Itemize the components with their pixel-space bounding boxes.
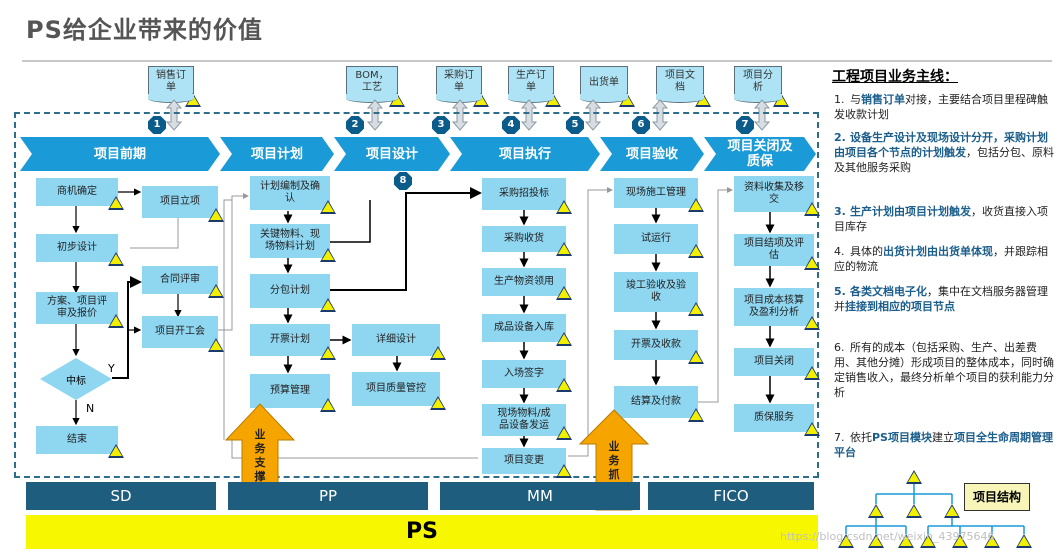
box-plan-prep: 计划编制及确 认 <box>250 176 336 214</box>
box-prelim-design: 初步设计 <box>36 234 124 266</box>
project-structure-label: 项目结构 <box>964 483 1030 511</box>
box-billing-plan: 开票计划 <box>250 324 336 360</box>
page-title: PS给企业带来的价值 <box>26 16 263 44</box>
document-purchase-order: 采购订 单 <box>436 66 489 107</box>
system-fico: FICO <box>648 482 814 510</box>
box-project-close: 项目关闭 <box>734 348 820 380</box>
box-budget: 预算管理 <box>250 374 336 412</box>
box-project-change: 项目变更 <box>482 448 572 478</box>
box-contract-review: 合同评审 <box>142 266 224 298</box>
document-project-doc: 项目文 档 <box>656 66 711 107</box>
box-subcontract-plan: 分包计划 <box>250 274 336 312</box>
box-settlement: 结算及付款 <box>614 386 704 422</box>
phase-acceptance: 项目验收 <box>600 137 704 171</box>
phase-planning: 项目计划 <box>220 137 334 171</box>
tree-node-root <box>906 470 922 484</box>
legend-item-5: 5.各类文档电子化，集中在文档服务器管理并挂接到相应的项目节点 <box>834 285 1048 313</box>
tree-node-l2-f <box>984 534 1000 548</box>
tree-node-l2-d <box>920 534 936 548</box>
tree-node-l1-b <box>906 504 922 518</box>
box-key-material-plan: 关键物料、现 场物料计划 <box>250 224 336 262</box>
step-badge-3: 3 <box>432 116 450 134</box>
box-detail-design: 详细设计 <box>352 324 446 360</box>
document-bom: BOM， 工艺 <box>346 66 405 107</box>
phase-design: 项目设计 <box>334 137 450 171</box>
phase-close: 项目关闭及 质保 <box>704 137 816 171</box>
box-doc-handover: 资料收集及移 交 <box>734 176 820 216</box>
box-site-sign: 入场签字 <box>482 360 572 392</box>
title-divider <box>22 60 1052 62</box>
phase-pre-project: 项目前期 <box>20 137 220 171</box>
document-project-analysis: 项目分 析 <box>734 66 789 107</box>
step-badge-4: 4 <box>502 116 520 134</box>
box-warranty: 质保服务 <box>734 404 820 436</box>
tree-node-l1-c <box>944 504 960 518</box>
label-yes: Y <box>108 362 115 375</box>
box-end: 结束 <box>36 426 124 458</box>
box-proposal: 方案、项目评 审及报价 <box>36 292 124 328</box>
box-billing-collect: 开票及收款 <box>614 330 704 364</box>
box-goods-receipt: 成品设备入库 <box>482 314 572 346</box>
tree-node-l2-e <box>952 534 968 548</box>
box-opportunity: 商机确定 <box>36 178 124 210</box>
box-completion-accept: 竣工验收及验 收 <box>614 272 704 316</box>
support-arrow-left-label: 业 务 支 撑 <box>254 428 266 483</box>
legend-item-2: 2.设备生产设计及现场设计分开，采购计划由项目各个节点的计划触发，包括分包、原料… <box>834 131 1054 174</box>
legend-title: 工程项目业务主线： <box>832 69 958 85</box>
box-trial-run: 试运行 <box>614 224 704 258</box>
document-production-order: 生产订 单 <box>508 66 561 107</box>
document-delivery: 出货单 <box>580 66 635 107</box>
step-badge-7: 7 <box>736 116 754 134</box>
tree-node-l1-a <box>868 504 884 518</box>
phase-execution: 项目执行 <box>450 137 600 171</box>
legend-item-7: 7.依托PS项目模块建立项目全生命周期管理平台 <box>834 431 1053 459</box>
system-sd: SD <box>26 482 216 510</box>
legend-item-1: 1.与销售订单对接，主要结合项目里程碑触发收款计划 <box>834 93 1048 121</box>
legend-item-6: 6.所有的成本（包括采购、生产、出差费用、其他分摊）形成项目的整体成本，同时确定… <box>834 341 1054 399</box>
ps-bar: PS <box>26 515 818 549</box>
step-badge-2: 2 <box>346 116 364 134</box>
watermark: https://blog.csdn.net/weixin_43975646 <box>780 530 995 543</box>
tree-node-l2-g <box>1016 534 1032 548</box>
label-no: N <box>86 402 95 415</box>
document-sales-order: 销售订 单 <box>148 66 201 107</box>
box-kickoff: 项目开工会 <box>142 316 224 352</box>
step-badge-5: 5 <box>566 116 584 134</box>
box-project-init: 项目立项 <box>142 186 224 222</box>
tree-node-l2-c <box>898 534 914 548</box>
box-purchase-bid: 采购招投标 <box>482 178 572 214</box>
box-shipment: 现场物料/成 品设备发运 <box>482 404 572 440</box>
tree-node-l2-a <box>838 534 854 548</box>
system-pp: PP <box>228 482 428 510</box>
legend-item-3: 3.生产计划由项目计划触发，收货直接入项目库存 <box>834 205 1048 233</box>
box-cost-analysis: 项目成本核算 及盈利分析 <box>734 288 820 330</box>
box-quality-control: 项目质量管控 <box>352 372 446 410</box>
system-mm: MM <box>440 482 640 510</box>
box-purchase-receipt: 采购收货 <box>482 226 572 256</box>
process-frame <box>14 112 819 478</box>
step-badge-1: 1 <box>148 116 166 134</box>
tree-node-l2-b <box>868 534 884 548</box>
box-material-issue: 生产物资领用 <box>482 268 572 300</box>
box-closeout-eval: 项目结项及评 估 <box>734 234 820 270</box>
box-site-construction: 现场施工管理 <box>614 178 704 212</box>
legend-item-4: 4.具体的出货计划由出货单体现，并跟踪相应的物流 <box>834 245 1048 273</box>
step-badge-6: 6 <box>632 116 650 134</box>
step-badge-8: 8 <box>394 172 412 190</box>
